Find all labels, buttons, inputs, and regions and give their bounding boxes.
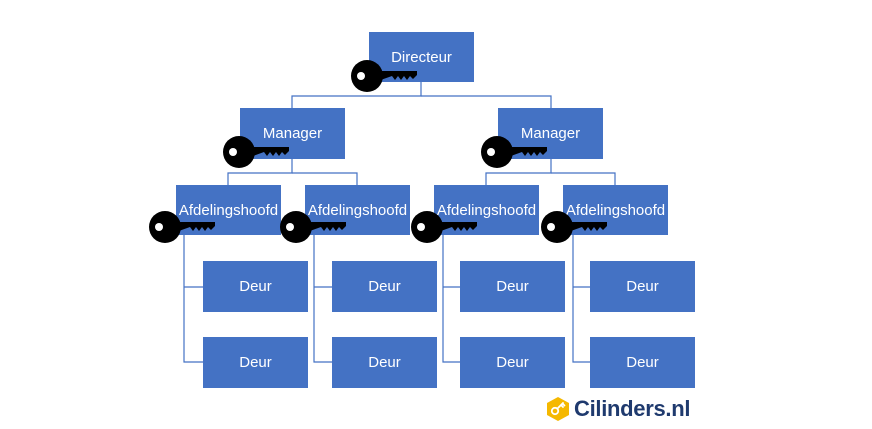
door-label: Deur: [368, 278, 401, 295]
key-icon: [481, 136, 547, 168]
door-box: Deur: [203, 337, 308, 388]
door-label: Deur: [496, 278, 529, 295]
key-icon: [541, 211, 607, 243]
door-box: Deur: [460, 337, 565, 388]
key-icon: [223, 136, 289, 168]
door-label: Deur: [626, 278, 659, 295]
key-icon: [411, 211, 477, 243]
dept-head-label: Afdelingshoofd: [565, 201, 666, 219]
dept-head-label: Afdelingshoofd: [178, 201, 279, 219]
door-label: Deur: [496, 354, 529, 371]
door-box: Deur: [203, 261, 308, 312]
director-label: Directeur: [391, 48, 452, 66]
key-icon: [280, 211, 346, 243]
dept-head-label: Afdelingshoofd: [307, 201, 408, 219]
manager-left-label: Manager: [262, 125, 323, 142]
door-label: Deur: [239, 278, 272, 295]
key-hexagon-icon: [547, 397, 569, 421]
door-box: Deur: [590, 261, 695, 312]
logo-text: Cilinders.nl: [574, 396, 691, 421]
door-box: Deur: [460, 261, 565, 312]
dept-head-label: Afdelingshoofd: [436, 201, 537, 219]
door-label: Deur: [239, 354, 272, 371]
door-label: Deur: [368, 354, 401, 371]
cilinders-logo: Cilinders.nl: [545, 396, 691, 422]
door-label: Deur: [626, 354, 659, 371]
key-icon: [351, 60, 417, 92]
door-box: Deur: [590, 337, 695, 388]
manager-right-label: Manager: [520, 125, 581, 142]
door-box: Deur: [332, 337, 437, 388]
door-box: Deur: [332, 261, 437, 312]
key-icon: [149, 211, 215, 243]
